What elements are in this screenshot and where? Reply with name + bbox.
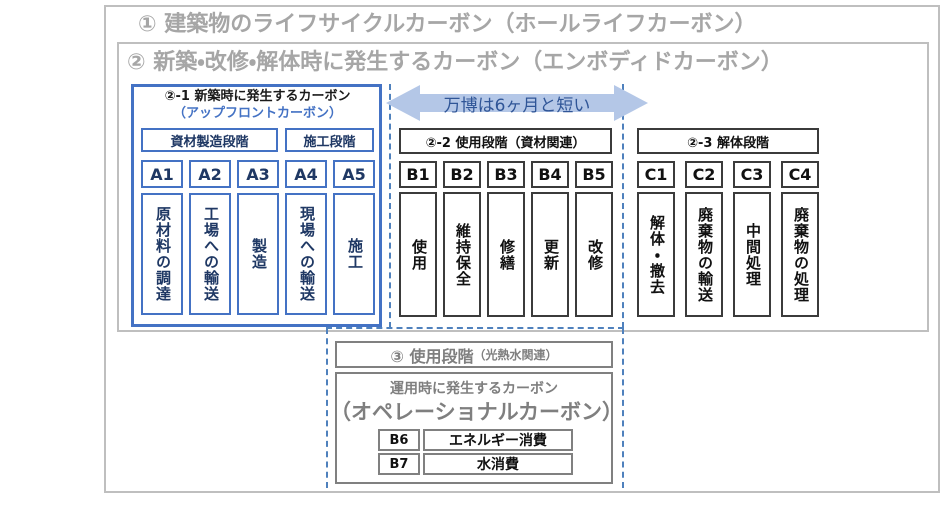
upfront-carbon-title: ②-1 新築時に発生するカーボン — [164, 89, 351, 104]
stage-box-c4: 廃棄物の処理 — [781, 192, 819, 317]
stage-box-c1-label: 解体・撤去 — [647, 214, 666, 295]
stage-box-c2-label: 廃棄物の輸送 — [695, 206, 714, 303]
stage-box-b1: 使用 — [399, 192, 437, 317]
stage-box-b3: 修繕 — [487, 192, 525, 317]
double-arrow-icon — [386, 85, 648, 121]
operational-carbon-line1: 運用時に発生するカーボン — [390, 381, 558, 397]
code-cell-b4: B4 — [531, 161, 569, 188]
code-cell-b7: B7 — [378, 453, 420, 475]
duration-arrow: 万博は6ヶ月と短い — [386, 83, 648, 123]
stage-box-b1-label: 使用 — [409, 238, 428, 271]
dashed-divider-sec3-right — [622, 328, 624, 488]
table-row-b7: B7 水消費 — [378, 453, 573, 475]
stage-box-b4: 更新 — [531, 192, 569, 317]
duration-arrow-label: 万博は6ヶ月と短い — [443, 95, 591, 116]
code-cell-b5: B5 — [575, 161, 613, 188]
stage-box-a5: 施工 — [333, 193, 375, 315]
stage-box-a3: 製造 — [237, 193, 279, 315]
stage-box-a2: 工場への輸送 — [189, 193, 231, 315]
stage-box-c3: 中間処理 — [733, 192, 771, 317]
code-cell-a4: A4 — [285, 160, 327, 188]
code-cell-b6: B6 — [378, 429, 420, 451]
stage-box-a4: 現場への輸送 — [285, 193, 327, 315]
operational-carbon-line2: （オペレーショナルカーボン） — [330, 400, 623, 424]
operational-stage-title: ③ 使用段階（光熱水関連） — [335, 341, 613, 368]
demolition-stage-title: ②-3 解体段階 — [637, 128, 819, 154]
stage-box-b2-label: 維持保全 — [453, 222, 472, 287]
stage-box-a1-label: 原材料の調達 — [153, 206, 172, 302]
stage-box-b2: 維持保全 — [443, 192, 481, 317]
stage-box-c3-label: 中間処理 — [743, 222, 762, 287]
code-cell-a2: A2 — [189, 160, 231, 188]
stage-box-b5: 改修 — [575, 192, 613, 317]
upfront-carbon-subtitle: （アップフロントカーボン） — [172, 106, 342, 121]
table-row-b6: B6 エネルギー消費 — [378, 429, 573, 451]
code-cell-a5: A5 — [333, 160, 375, 188]
code-cell-c1: C1 — [637, 161, 675, 188]
stage-header-construction: 施工段階 — [285, 128, 374, 152]
stage-box-a5-label: 施工 — [345, 238, 364, 270]
embodied-carbon-title: ② 新築・改修・解体時に発生するカーボン（エンボディドカーボン） — [127, 50, 783, 75]
stage-box-c2: 廃棄物の輸送 — [685, 192, 723, 317]
code-cell-b2: B2 — [443, 161, 481, 188]
code-cell-b1: B1 — [399, 161, 437, 188]
stage-box-b5-label: 改修 — [585, 238, 604, 271]
stage-box-a3-label: 製造 — [249, 238, 268, 270]
stage-box-c4-label: 廃棄物の処理 — [791, 206, 810, 303]
stage-box-b3-label: 修繕 — [497, 238, 516, 271]
stage-box-a2-label: 工場への輸送 — [201, 206, 220, 302]
stage-box-a4-label: 現場への輸送 — [297, 206, 316, 302]
dashed-divider-sec3-top — [326, 327, 624, 329]
code-cell-c4: C4 — [781, 161, 819, 188]
stage-box-a1: 原材料の調達 — [141, 193, 183, 315]
operational-stage-title-main: ③ 使用段階 — [390, 346, 474, 366]
label-cell-b7: 水消費 — [423, 453, 573, 475]
whole-life-carbon-title: ① 建築物のライフサイクルカーボン（ホールライフカーボン） — [138, 12, 757, 37]
code-cell-a1: A1 — [141, 160, 183, 188]
dashed-divider-sec3-left — [326, 328, 328, 488]
use-stage-title: ②-2 使用段階（資材関連） — [399, 128, 612, 154]
stage-box-c1: 解体・撤去 — [637, 192, 675, 317]
dashed-divider-mid — [622, 84, 624, 328]
dashed-divider-left — [389, 84, 391, 328]
operational-stage-title-sub: （光熱水関連） — [473, 348, 558, 362]
stage-box-b4-label: 更新 — [541, 238, 560, 271]
code-cell-b3: B3 — [487, 161, 525, 188]
code-cell-a3: A3 — [237, 160, 279, 188]
label-cell-b6: エネルギー消費 — [423, 429, 573, 451]
code-cell-c2: C2 — [685, 161, 723, 188]
code-cell-c3: C3 — [733, 161, 771, 188]
stage-header-materials: 資材製造段階 — [141, 128, 278, 152]
